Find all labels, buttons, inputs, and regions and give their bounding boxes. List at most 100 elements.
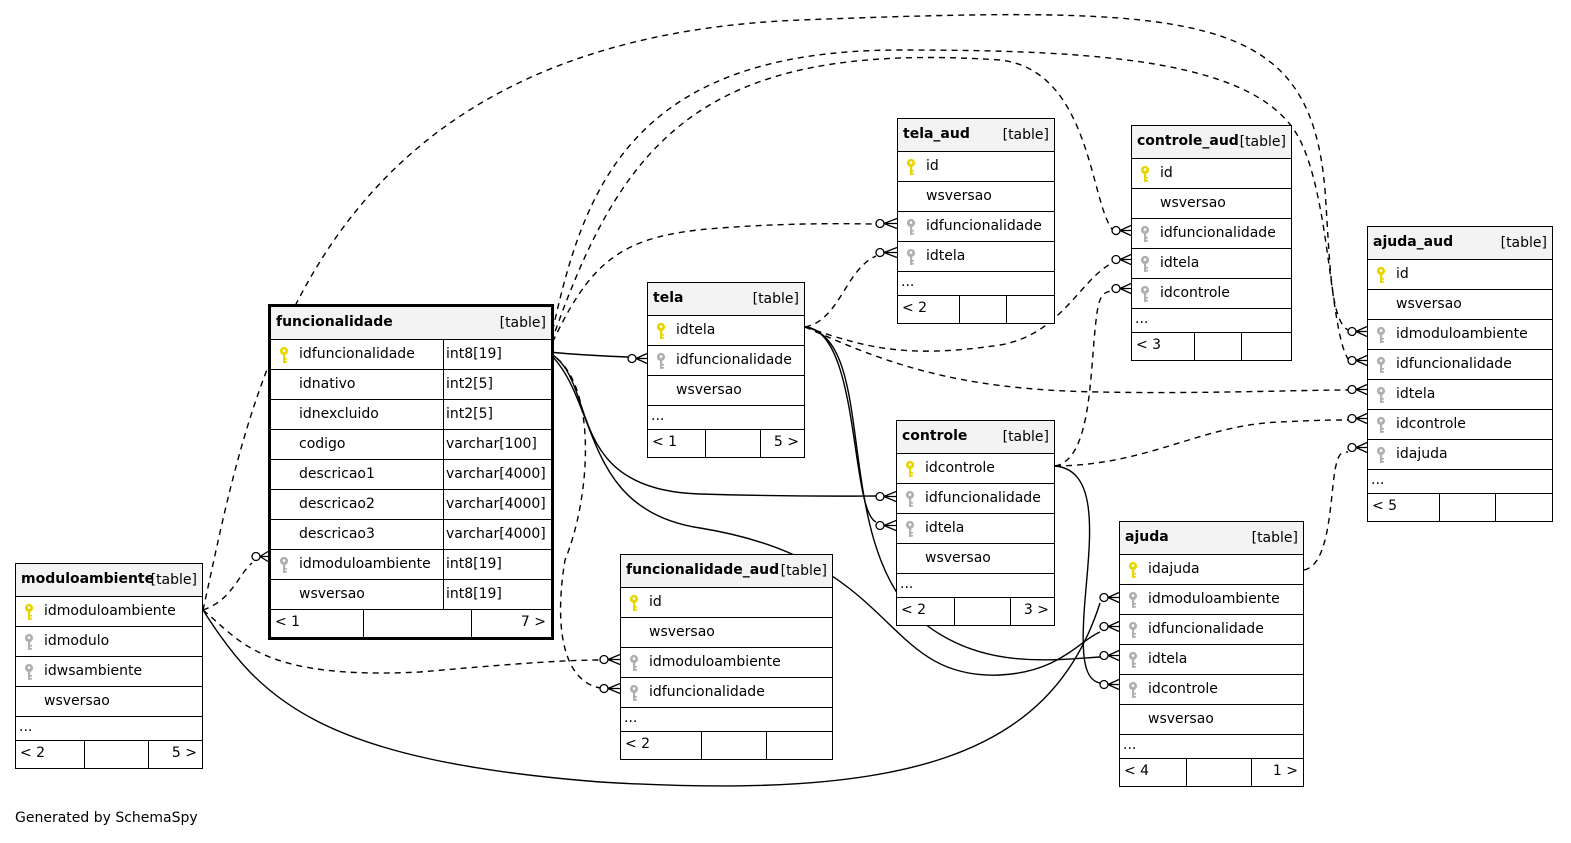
table-name[interactable]: tela_aud: [903, 126, 970, 142]
column-row[interactable]: idwsambiente: [16, 657, 202, 687]
column-row[interactable]: wsversao: [1368, 290, 1552, 320]
column-row[interactable]: idtela: [648, 316, 804, 346]
column-row[interactable]: idtela: [898, 242, 1054, 272]
more-columns[interactable]: ...: [16, 717, 202, 741]
parents-count[interactable]: < 5: [1372, 498, 1398, 514]
column-name: idfuncionalidade: [649, 684, 765, 700]
column-row[interactable]: idcontrole: [1132, 279, 1291, 309]
more-columns[interactable]: ...: [1132, 309, 1291, 333]
parents-count[interactable]: < 2: [625, 736, 651, 752]
column-row[interactable]: idajuda: [1368, 440, 1552, 470]
column-row[interactable]: idfuncionalidade: [1368, 350, 1552, 380]
column-row[interactable]: wsversao: [621, 618, 832, 648]
parents-count[interactable]: < 3: [1136, 337, 1162, 353]
table-header[interactable]: ajuda_aud[table]: [1368, 227, 1552, 260]
table-name[interactable]: moduloambiente: [21, 571, 155, 587]
table-header[interactable]: controle[table]: [897, 421, 1054, 454]
parents-count[interactable]: < 1: [652, 434, 678, 450]
children-count[interactable]: 3 >: [1023, 602, 1049, 618]
column-row[interactable]: wsversao: [1120, 705, 1303, 735]
table-name[interactable]: tela: [653, 290, 684, 306]
column-row[interactable]: id: [898, 152, 1054, 182]
table-name[interactable]: controle_aud: [1137, 133, 1239, 149]
column-row[interactable]: idmodulo: [16, 627, 202, 657]
more-columns[interactable]: ...: [1368, 470, 1552, 494]
table-header[interactable]: tela_aud[table]: [898, 119, 1054, 152]
table-name[interactable]: funcionalidade: [276, 314, 393, 330]
table-name[interactable]: ajuda: [1125, 529, 1169, 545]
column-row[interactable]: wsversao: [16, 687, 202, 717]
column-row[interactable]: idfuncionalidade: [898, 212, 1054, 242]
foreign-key-icon: [1127, 591, 1141, 609]
table-header[interactable]: funcionalidade_aud[table]: [621, 555, 832, 588]
more-columns[interactable]: ...: [898, 272, 1054, 296]
column-row[interactable]: idtela: [1120, 645, 1303, 675]
children-count[interactable]: 1 >: [1272, 763, 1298, 779]
column-row[interactable]: idcontrole: [1120, 675, 1303, 705]
column-row[interactable]: idcontrole: [1368, 410, 1552, 440]
more-columns[interactable]: ...: [1120, 735, 1303, 759]
column-row[interactable]: idmoduloambiente: [1120, 585, 1303, 615]
parents-count[interactable]: < 2: [901, 602, 927, 618]
column-row[interactable]: idfuncionalidade: [648, 346, 804, 376]
column-row[interactable]: idfuncionalidade: [621, 678, 832, 708]
table-header[interactable]: funcionalidade[table]: [271, 307, 551, 340]
column-row[interactable]: id: [1132, 159, 1291, 189]
table-name[interactable]: funcionalidade_aud: [626, 562, 780, 578]
column-row[interactable]: idfuncionalidade: [1132, 219, 1291, 249]
more-columns[interactable]: ...: [897, 574, 1054, 598]
more-columns[interactable]: ...: [621, 708, 832, 732]
column-row[interactable]: wsversao: [1132, 189, 1291, 219]
parents-count[interactable]: < 4: [1124, 763, 1150, 779]
children-count[interactable]: 5 >: [773, 434, 799, 450]
table-header[interactable]: controle_aud[table]: [1132, 126, 1291, 159]
children-count[interactable]: 7 >: [520, 614, 546, 630]
more-columns[interactable]: ...: [648, 406, 804, 430]
column-row[interactable]: idcontrole: [897, 454, 1054, 484]
column-row[interactable]: wsversao: [648, 376, 804, 406]
table-header[interactable]: tela[table]: [648, 283, 804, 316]
table-header[interactable]: moduloambiente[table]: [16, 564, 202, 597]
column-row[interactable]: idtela: [897, 514, 1054, 544]
column-row[interactable]: idmoduloambiente: [16, 597, 202, 627]
table-name[interactable]: controle: [902, 428, 968, 444]
column-row[interactable]: idajuda: [1120, 555, 1303, 585]
column-row[interactable]: wsversao: [897, 544, 1054, 574]
column-row[interactable]: idfuncionalidade: [1120, 615, 1303, 645]
column-row[interactable]: idtela: [1368, 380, 1552, 410]
column-row[interactable]: id: [621, 588, 832, 618]
column-row[interactable]: idmoduloambiente: [1368, 320, 1552, 350]
column-row[interactable]: wsversao: [898, 182, 1054, 212]
column-row[interactable]: id: [1368, 260, 1552, 290]
primary-key-icon: [1139, 165, 1153, 183]
column-row[interactable]: idfuncionalidade: [897, 484, 1054, 514]
parents-count[interactable]: < 1: [275, 614, 301, 630]
parents-count[interactable]: < 2: [902, 300, 928, 316]
column-row[interactable]: idmoduloambiente: [621, 648, 832, 678]
table-footer: < 2 5 >: [16, 741, 202, 768]
column-row[interactable]: idtela: [1132, 249, 1291, 279]
table-name[interactable]: ajuda_aud: [1373, 234, 1454, 250]
column-name: idtela: [1160, 255, 1200, 271]
table-header[interactable]: ajuda[table]: [1120, 522, 1303, 555]
children-count[interactable]: 5 >: [171, 745, 197, 761]
parents-count[interactable]: < 2: [20, 745, 46, 761]
